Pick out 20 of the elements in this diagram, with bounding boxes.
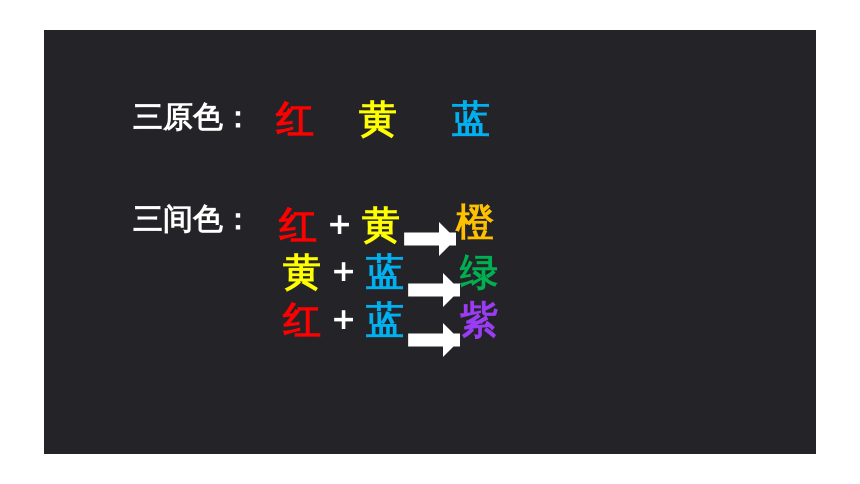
color-word: 蓝 [366,301,404,339]
heading-label: 三间色： [133,205,253,235]
heading-label: 三原色： [133,103,253,133]
color-word: 红 [276,100,314,138]
color-word: 黄 [362,206,400,244]
result-color-word: 橙 [456,203,494,241]
arrow [404,222,456,256]
color-word: 蓝 [366,253,404,291]
plus-sign: + [331,305,356,335]
result-color-word: 紫 [460,301,498,339]
color-word: 黄 [359,100,397,138]
arrow [408,323,460,357]
result-color-word: 绿 [460,253,498,291]
color-word: 蓝 [452,100,490,138]
color-word: 红 [279,206,317,244]
color-word: 黄 [283,253,321,291]
arrow [408,273,460,307]
plus-sign: + [327,210,352,240]
plus-sign: + [331,257,356,287]
color-word: 红 [283,301,321,339]
